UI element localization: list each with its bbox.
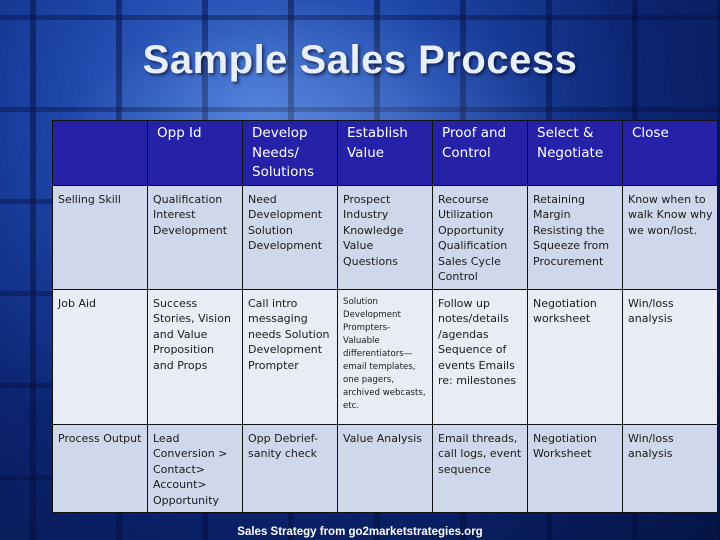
- header-cell-proof-and-control: Proof and Control: [432, 120, 528, 186]
- header-cell-corner: [52, 120, 148, 186]
- table-cell: Lead Conversion > Contact> Account> Oppo…: [147, 423, 243, 513]
- table-cell: Prospect Industry Knowledge Value Questi…: [337, 184, 433, 290]
- header-cell-opp-id: Opp Id: [147, 120, 243, 186]
- table-cell: Follow up notes/details /agendas Sequenc…: [432, 288, 528, 425]
- header-cell-establish-value: Establish Value: [337, 120, 433, 186]
- table-cell: Email threads, call logs, event sequence: [432, 423, 528, 513]
- table-cell: Win/loss analysis: [622, 423, 718, 513]
- header-cell-select-negotiate: Select & Negotiate: [527, 120, 623, 186]
- table-row-selling-skill: Selling Skill Qualification Interest Dev…: [52, 184, 718, 290]
- table-row-process-output: Process Output Lead Conversion > Contact…: [52, 423, 718, 513]
- row-label: Selling Skill: [52, 184, 148, 290]
- sales-process-table: Opp Id Develop Needs/ Solutions Establis…: [52, 120, 718, 513]
- header-row: Opp Id Develop Needs/ Solutions Establis…: [52, 120, 718, 186]
- table-cell: Negotiation worksheet: [527, 288, 623, 425]
- table-cell: Opp Debrief- sanity check: [242, 423, 338, 513]
- table-cell: Know when to walk Know why we won/lost.: [622, 184, 718, 290]
- row-label: Process Output: [52, 423, 148, 513]
- source-footer: Sales Strategy from go2marketstrategies.…: [237, 526, 483, 538]
- slide-title: Sample Sales Process: [142, 38, 578, 82]
- table-cell: Success Stories, Vision and Value Propos…: [147, 288, 243, 425]
- table-row-job-aid: Job Aid Success Stories, Vision and Valu…: [52, 288, 718, 425]
- table-cell: Value Analysis: [337, 423, 433, 513]
- table-cell: Call intro messaging needs Solution Deve…: [242, 288, 338, 425]
- table-cell: Negotiation Worksheet: [527, 423, 623, 513]
- table-cell: Retaining Margin Resisting the Squeeze f…: [527, 184, 623, 290]
- header-cell-develop-needs: Develop Needs/ Solutions: [242, 120, 338, 186]
- table-cell: Solution Development Prompters- Valuable…: [337, 288, 433, 425]
- table-cell: Recourse Utilization Opportunity Qualifi…: [432, 184, 528, 290]
- table-cell: Win/loss analysis: [622, 288, 718, 425]
- table-cell: Qualification Interest Development: [147, 184, 243, 290]
- header-cell-close: Close: [622, 120, 718, 186]
- table-cell: Need Development Solution Development: [242, 184, 338, 290]
- row-label: Job Aid: [52, 288, 148, 425]
